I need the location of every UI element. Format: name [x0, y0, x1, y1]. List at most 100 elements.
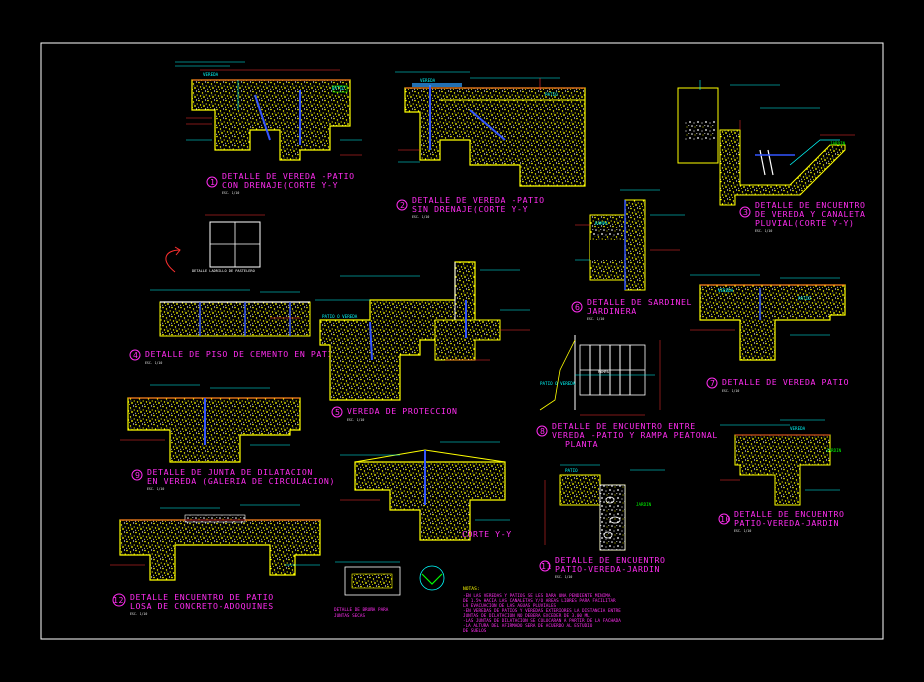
detail-5-drawing — [315, 261, 530, 401]
detail-10b-drawing — [720, 419, 840, 506]
detail-3-title-line2: DE VEREDA Y CANALETA — [755, 209, 866, 219]
detail-7-label-patio: PATIO — [798, 296, 811, 301]
detail-10-corte-label: CORTE Y-Y — [462, 529, 512, 539]
detail-5-number: 5 — [335, 407, 341, 417]
detail-6-label-rampa: RAMPA — [595, 221, 608, 226]
detail-2-label-patio: PATIO — [545, 92, 558, 97]
bruna-detail-drawing — [335, 561, 445, 596]
detail-7-drawing — [690, 274, 846, 361]
detail-4-drawing — [150, 214, 311, 337]
detail-11-title-line2: PATIO-VEREDA-JARDIN — [555, 564, 660, 574]
detail-3-scale: ESC. 1/10 — [755, 229, 772, 233]
detail-11-scale: ESC. 1/10 — [555, 575, 572, 579]
detail-10b-number: 10 — [720, 514, 731, 524]
detail-5-scale: ESC. 1/10 — [347, 418, 364, 422]
detail-4-scale: ESC. 1/10 — [145, 361, 162, 365]
detail-4-number: 4 — [133, 350, 139, 360]
detail-7-number: 7 — [710, 378, 716, 388]
detail-12-title-line2: LOSA DE CONCRETO-ADOQUINES — [130, 601, 274, 611]
detail-3-number: 3 — [743, 207, 749, 217]
detail-12-scale: ESC. 1/10 — [130, 612, 147, 616]
detail-4-ladrillo-label: DETALLE LADRILLO DE PASTELERO — [192, 269, 255, 273]
bruna-detail-title-line1: DETALLE DE BRUÑA PARA — [334, 606, 389, 613]
notes-line-6: -LAS JUNTAS DE DILATACION SE COLOCARAN A… — [463, 618, 621, 624]
detail-1-label-vereda: VEREDA — [203, 72, 219, 77]
detail-10b-title-line1: DETALLE DE ENCUENTRO — [734, 509, 845, 519]
detail-7-scale: ESC. 1/10 — [722, 389, 739, 393]
detail-8-number: 8 — [540, 426, 546, 436]
detail-2-number-circle — [396, 199, 408, 211]
detail-1-number: 1 — [210, 177, 216, 187]
detail-9-title-line1: DETALLE DE JUNTA DE DILATACION — [147, 467, 313, 477]
detail-7-number-circle — [706, 377, 718, 389]
detail-9-title-line2: EN VEREDA (GALERIA DE CIRCULACION) — [147, 476, 335, 486]
notes-line-2: DE 1.5% HACIA LAS CANALETAS Y/O AREAS LI… — [463, 598, 616, 604]
detail-11-label-jardin: JARDIN — [636, 502, 652, 507]
notes-line-7: -LA ALTURA DEL AFIRMADO SERA DE ACUERDO … — [463, 623, 593, 629]
detail-1-title-line2: CON DRENAJE(CORTE Y-Y — [222, 180, 338, 190]
detail-6-scale: ESC. 1/10 — [587, 317, 604, 321]
detail-3-title-line1: DETALLE DE ENCUENTRO — [755, 200, 866, 210]
detail-1-drawing — [175, 61, 362, 161]
detail-12-drawing — [110, 504, 321, 581]
detail-9-scale: ESC. 1/10 — [147, 487, 164, 491]
detail-5-label-patio-vereda: PATIO O VEREDA — [322, 314, 358, 319]
detail-10b-label-vereda: VEREDA — [790, 426, 806, 431]
detail-12-number-circle — [112, 593, 126, 607]
detail-1-label-patio: PATIO — [332, 86, 345, 91]
detail-4-number-circle — [129, 349, 141, 361]
detail-9-number: 9 — [135, 470, 141, 480]
detail-5-number-circle — [331, 406, 343, 418]
detail-2-drawing — [395, 71, 586, 187]
detail-11-drawing — [544, 464, 665, 551]
detail-6-title-line1: DETALLE DE SARDINEL — [587, 297, 692, 307]
detail-10b-label-jardin: JARDIN — [826, 448, 842, 453]
detail-8-drawing — [539, 335, 661, 416]
detail-8-label-patio-vereda: PATIO O VEREDA — [540, 381, 576, 386]
detail-5-title: VEREDA DE PROTECCION — [347, 406, 458, 416]
detail-12-number: 12 — [113, 595, 124, 605]
detail-12-title-line1: DETALLE ENCUENTRO DE PATIO — [130, 592, 274, 602]
sheet-frame — [40, 42, 884, 640]
notes-line-1: -EN LAS VEREDAS Y PATIOS SE LES DARA UNA… — [463, 593, 611, 599]
detail-11-number: 11 — [541, 561, 552, 571]
detail-3-label-jardin: JARDIN — [830, 141, 846, 146]
detail-11-label-patio: PATIO — [565, 468, 578, 473]
detail-8-label-rampa: RAMPA — [598, 370, 610, 374]
bruna-detail-title-line2: JUNTAS SECAS — [334, 613, 365, 619]
detail-6-number: 6 — [575, 302, 581, 312]
notes-line-3: LA EVACUACION DE LAS AGUAS PLUVIALES — [463, 603, 557, 609]
detail-3-title-line3: PLUVIAL(CORTE Y-Y) — [755, 218, 855, 228]
detail-3-drawing — [677, 80, 855, 206]
detail-7-title: DETALLE DE VEREDA PATIO — [722, 377, 849, 387]
detail-11-number-circle — [539, 560, 551, 572]
notes-line-4: -EN VEREDAS DE PATIOS Y VEREDAS EXTERIOR… — [463, 608, 621, 614]
detail-1-title-line1: DETALLE DE VEREDA -PATIO — [222, 171, 355, 181]
detail-8-title-line2: VEREDA -PATIO Y RAMPA PEATONAL — [552, 430, 718, 440]
detail-6-number-circle — [571, 301, 583, 313]
notes-heading: NOTAS: — [463, 586, 480, 592]
detail-2-title-line2: SIN DRENAJE(CORTE Y-Y — [412, 204, 528, 214]
detail-11-title-line1: DETALLE DE ENCUENTRO — [555, 555, 666, 565]
detail-10-drawing — [340, 441, 510, 541]
detail-4-title: DETALLE DE PISO DE CEMENTO EN PATIO — [145, 349, 339, 359]
notes-line-5: JUNTAS DE DILATACION NO DEBERA EXCEDER D… — [463, 613, 590, 619]
notes-line-8: DE SUELOS — [463, 628, 487, 634]
detail-8-title-line1: DETALLE DE ENCUENTRO ENTRE — [552, 421, 696, 431]
detail-1-number-circle — [206, 176, 218, 188]
detail-10b-scale: ESC. 1/10 — [734, 529, 751, 533]
detail-2-label-vereda: VEREDA — [420, 78, 436, 83]
detail-9-drawing — [120, 384, 301, 463]
detail-7-label-vereda: VEREDA — [718, 288, 734, 293]
detail-10b-title-line2: PATIO-VEREDA-JARDIN — [734, 518, 839, 528]
detail-10b-number-circle — [718, 513, 730, 525]
detail-2-title-line1: DETALLE DE VEREDA -PATIO — [412, 195, 545, 205]
detail-8-planta: PLANTA — [565, 439, 598, 449]
detail-6-title-line2: JARDINERA — [587, 306, 637, 316]
detail-1-scale: ESC. 1/10 — [222, 191, 239, 195]
detail-2-number: 2 — [400, 200, 406, 210]
detail-9-number-circle — [131, 469, 143, 481]
detail-6-drawing — [575, 189, 685, 291]
detail-2-scale: ESC. 1/10 — [412, 215, 429, 219]
